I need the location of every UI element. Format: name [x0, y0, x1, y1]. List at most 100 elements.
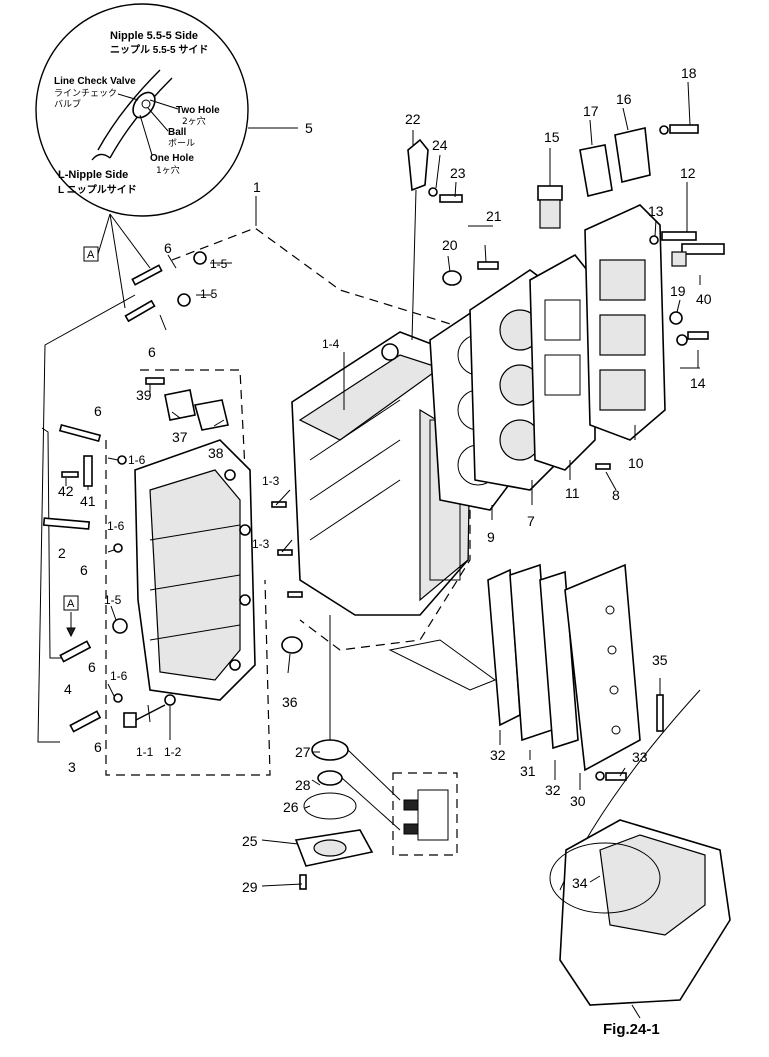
label-36: 36 [282, 694, 298, 710]
one-hole-jp: 1ヶ穴 [156, 164, 180, 176]
label-6a: 6 [164, 240, 172, 256]
label-25: 25 [242, 833, 258, 849]
check-valve-body [132, 91, 156, 119]
bolt-42 [61, 471, 79, 478]
engine-pan [559, 819, 731, 1006]
hose-6a [58, 423, 102, 443]
label-24: 24 [432, 137, 448, 153]
label-6f: 6 [94, 739, 102, 755]
washer-24 [428, 187, 438, 197]
ref-a-top-text: A [87, 249, 95, 261]
line-check-valve-jp2: バルブ [54, 98, 81, 110]
seal-section-upper [403, 799, 419, 811]
leader-lines [65, 81, 701, 887]
label-30: 30 [570, 793, 586, 809]
o-ring-26 [303, 792, 357, 820]
two-hole-en: Two Hole [176, 105, 220, 116]
bolt-18 [669, 124, 699, 134]
label-14: 14 [690, 375, 706, 391]
fitting-1-6b [113, 543, 123, 553]
l-nipple-side-en: L-Nipple Side [58, 169, 128, 181]
label-6b: 6 [148, 344, 156, 360]
bolt-29 [299, 874, 307, 890]
nipple-side-jp: ニップル 5.5-5 サイド [110, 43, 208, 56]
washer-13 [649, 235, 659, 245]
label-32a: 32 [490, 747, 506, 763]
bracket-22 [407, 138, 429, 192]
cylinder-block [291, 331, 471, 616]
fitting-1-5b [177, 293, 191, 307]
ball-jp: ボール [168, 138, 195, 149]
bolt-23 [439, 194, 463, 203]
label-6c: 6 [94, 403, 102, 419]
label-1-3b: 1-3 [252, 537, 270, 551]
label-35: 35 [652, 652, 668, 668]
label-20: 20 [442, 237, 458, 253]
label-1-1: 1-1 [136, 745, 154, 759]
detail-view-line-check-valve: Nipple 5.5-5 Side ニップル 5.5-5 サイド Line Ch… [35, 3, 313, 309]
gasket-38 [193, 399, 229, 431]
hose-4 [59, 640, 92, 663]
detail-circle [35, 3, 249, 217]
label-19: 19 [670, 283, 686, 299]
label-13: 13 [648, 203, 664, 219]
exhaust-gasket-32b [539, 570, 579, 750]
hose-routing [37, 264, 163, 743]
one-hole-en: One Hole [150, 153, 194, 164]
label-1-6c: 1-6 [110, 669, 128, 683]
housing-25 [294, 829, 374, 867]
fitting-1-5a [193, 251, 207, 265]
seal-27 [311, 739, 349, 761]
bushing-28 [317, 770, 343, 786]
bolt-12 [661, 231, 697, 241]
hose-3 [69, 710, 102, 733]
label-32b: 32 [545, 782, 561, 798]
label-1-2: 1-2 [164, 745, 182, 759]
label-27: 27 [295, 744, 311, 760]
line-check-valve-en: Line Check Valve [54, 76, 136, 87]
label-1-6a: 1-6 [128, 453, 146, 467]
label-1-4: 1-4 [322, 337, 340, 351]
label-1-5c: 1-5 [104, 593, 122, 607]
ref-box-a-lower [63, 595, 79, 611]
dowel-pin-1-3b [277, 549, 293, 556]
exhaust-cover-30 [564, 563, 641, 772]
fitting-1-6a [117, 455, 127, 465]
label-5: 5 [305, 120, 313, 136]
label-1-6b: 1-6 [107, 519, 125, 533]
group-boundary-1 [171, 227, 471, 651]
dowel-pin-8 [595, 463, 611, 470]
label-1: 1 [253, 179, 261, 195]
cover-16 [614, 127, 651, 183]
group-boundary-left-cover [105, 440, 271, 776]
fitting-1-6c [113, 693, 123, 703]
label-37: 37 [172, 429, 188, 445]
plate-37 [164, 389, 196, 421]
washer-1-2 [164, 694, 176, 706]
label-2: 2 [58, 545, 66, 561]
sensor-40 [671, 243, 725, 267]
label-21: 21 [486, 208, 502, 224]
bolt-33 [605, 772, 627, 781]
label-16: 16 [616, 91, 632, 107]
label-42: 42 [58, 483, 74, 499]
line-check-valve-jp1: ラインチェック [54, 88, 117, 99]
hose-41 [83, 455, 93, 487]
head-cover-10 [584, 204, 666, 441]
dowel-pin-1-3a [271, 501, 287, 508]
ball-en: Ball [168, 127, 187, 138]
l-nipple-side-jp: L ニップルサイド [58, 183, 137, 196]
label-41: 41 [80, 493, 96, 509]
gasket-11 [529, 253, 596, 471]
ref-a-lower-text: A [67, 598, 75, 610]
label-31: 31 [520, 763, 536, 779]
bolt-1-1 [123, 704, 166, 728]
group-boundary-seal-detail [392, 772, 458, 856]
gasket-17 [579, 144, 613, 197]
label-10: 10 [628, 455, 644, 471]
label-1-5b: 1-5 [200, 287, 218, 301]
pin-35 [656, 694, 664, 732]
label-8: 8 [612, 487, 620, 503]
label-3: 3 [68, 759, 76, 775]
